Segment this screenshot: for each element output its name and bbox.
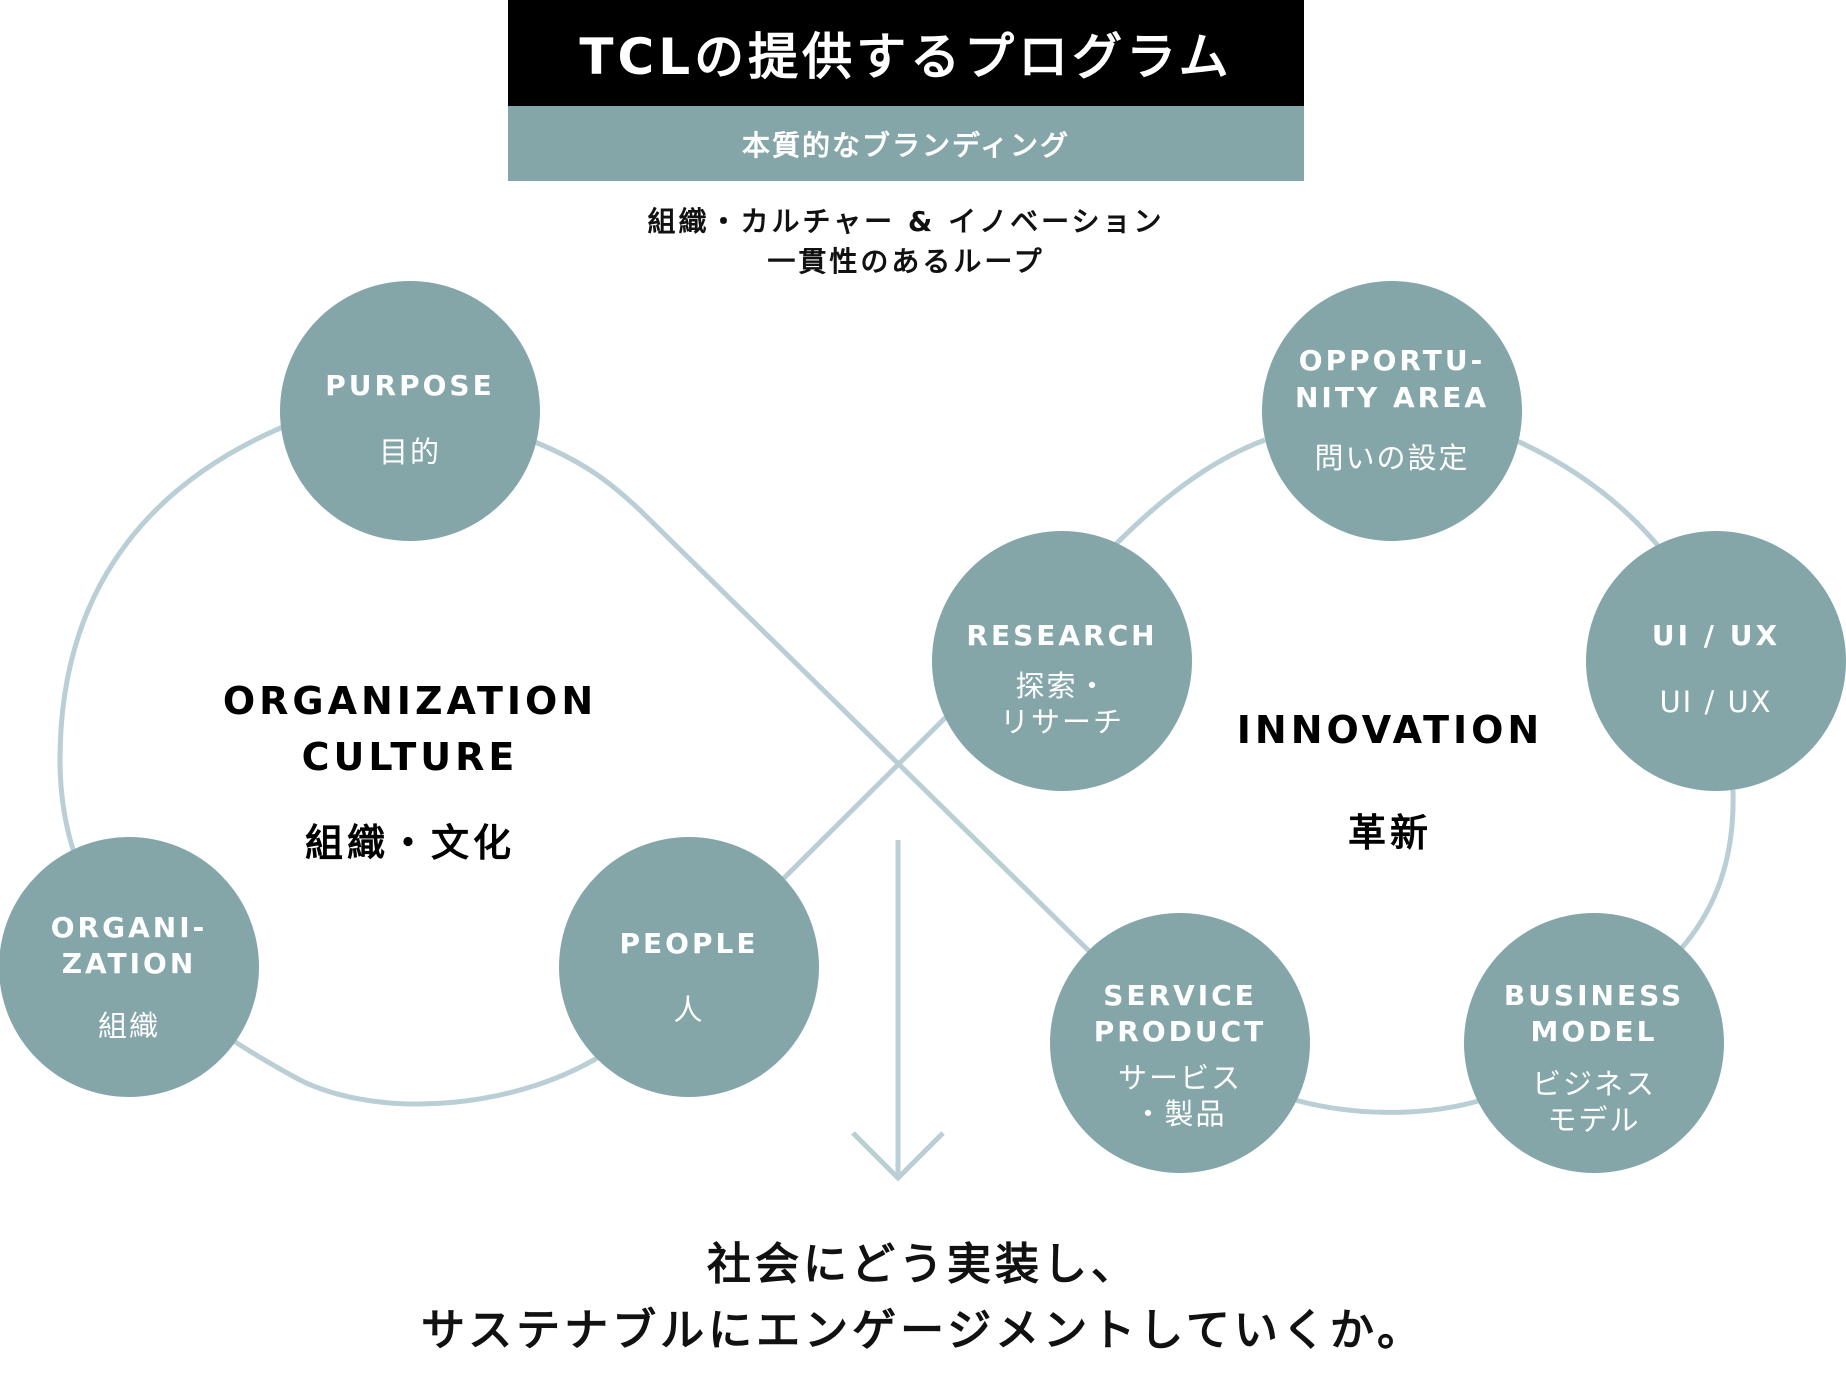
node-purpose-ja: 目的 bbox=[378, 435, 441, 469]
node-service-product-en-2: PRODUCT bbox=[1093, 1015, 1267, 1048]
program-subtitle: 本質的なブランディング bbox=[741, 128, 1071, 162]
node-service-product-circle bbox=[1050, 913, 1310, 1173]
conclusion-line-2: サステナブルにエンゲージメントしていくか。 bbox=[420, 1305, 1426, 1356]
right-loop-upper-left-arc bbox=[1113, 437, 1266, 547]
node-ui-ux-en: UI / UX bbox=[1651, 619, 1781, 652]
node-organization-en-1: ORGANI- bbox=[50, 911, 208, 944]
program-title-banner: TCLの提供するプログラム bbox=[508, 0, 1304, 106]
node-research-ja-1: 探索・ bbox=[1015, 669, 1109, 703]
node-people-circle bbox=[559, 837, 819, 1097]
down-arrow-head bbox=[851, 1131, 945, 1182]
left-loop-top-arc bbox=[529, 437, 652, 522]
node-opportunity-area-en-2: NITY AREA bbox=[1294, 381, 1489, 414]
right-loop-right-arc bbox=[1678, 789, 1736, 952]
node-opportunity-area-en-1: OPPORTU- bbox=[1298, 344, 1486, 377]
node-business-model-en-2: MODEL bbox=[1530, 1015, 1658, 1048]
right-loop-bottom-arc bbox=[1294, 1097, 1483, 1115]
left-loop-title-en-2: CULTURE bbox=[301, 735, 519, 779]
node-business-model-ja-2: モデル bbox=[1547, 1103, 1641, 1137]
node-research-ja-2: リサーチ bbox=[999, 705, 1124, 739]
node-organization-circle bbox=[0, 837, 259, 1097]
node-ui-ux-ja: UI / UX bbox=[1659, 685, 1773, 719]
node-purpose-circle bbox=[280, 281, 540, 541]
node-people-ja: 人 bbox=[673, 993, 705, 1027]
node-service-product-en-1: SERVICE bbox=[1103, 979, 1257, 1012]
conclusion-line-1: 社会にどう実装し、 bbox=[707, 1239, 1139, 1290]
tagline-line-2: 一貫性のあるループ bbox=[767, 245, 1045, 278]
node-organization-en-2: ZATION bbox=[61, 947, 197, 980]
tagline-line-1: 組織・カルチャー & イノベーション bbox=[647, 205, 1165, 238]
left-loop-title-ja: 組織・文化 bbox=[304, 821, 515, 865]
node-service-product-ja-1: サービス bbox=[1117, 1061, 1242, 1095]
program-title: TCLの提供するプログラム bbox=[579, 28, 1233, 86]
node-research-circle bbox=[932, 531, 1192, 791]
node-business-model-ja-1: ビジネス bbox=[1531, 1067, 1656, 1101]
diagonal-line-up bbox=[778, 713, 950, 884]
program-subtitle-banner: 本質的なブランディング bbox=[508, 106, 1304, 181]
node-people-en: PEOPLE bbox=[619, 927, 759, 960]
right-loop-title-en: INNOVATION bbox=[1236, 708, 1544, 752]
node-ui-ux-circle bbox=[1586, 531, 1846, 791]
node-organization-ja: 組織 bbox=[97, 1009, 160, 1043]
node-research-en: RESEARCH bbox=[966, 619, 1158, 652]
node-service-product-ja-2: ・製品 bbox=[1133, 1097, 1227, 1131]
node-purpose-en: PURPOSE bbox=[325, 369, 495, 402]
right-loop-title-ja: 革新 bbox=[1347, 811, 1432, 855]
node-opportunity-area-circle bbox=[1262, 281, 1522, 541]
diagonal-line-down bbox=[648, 518, 1092, 954]
node-business-model-en-1: BUSINESS bbox=[1503, 979, 1685, 1012]
left-loop-title-en-1: ORGANIZATION bbox=[222, 679, 598, 723]
node-business-model-circle bbox=[1464, 913, 1724, 1173]
node-opportunity-area-ja: 問いの設定 bbox=[1314, 441, 1470, 475]
right-loop-upper-right-arc bbox=[1513, 437, 1662, 550]
